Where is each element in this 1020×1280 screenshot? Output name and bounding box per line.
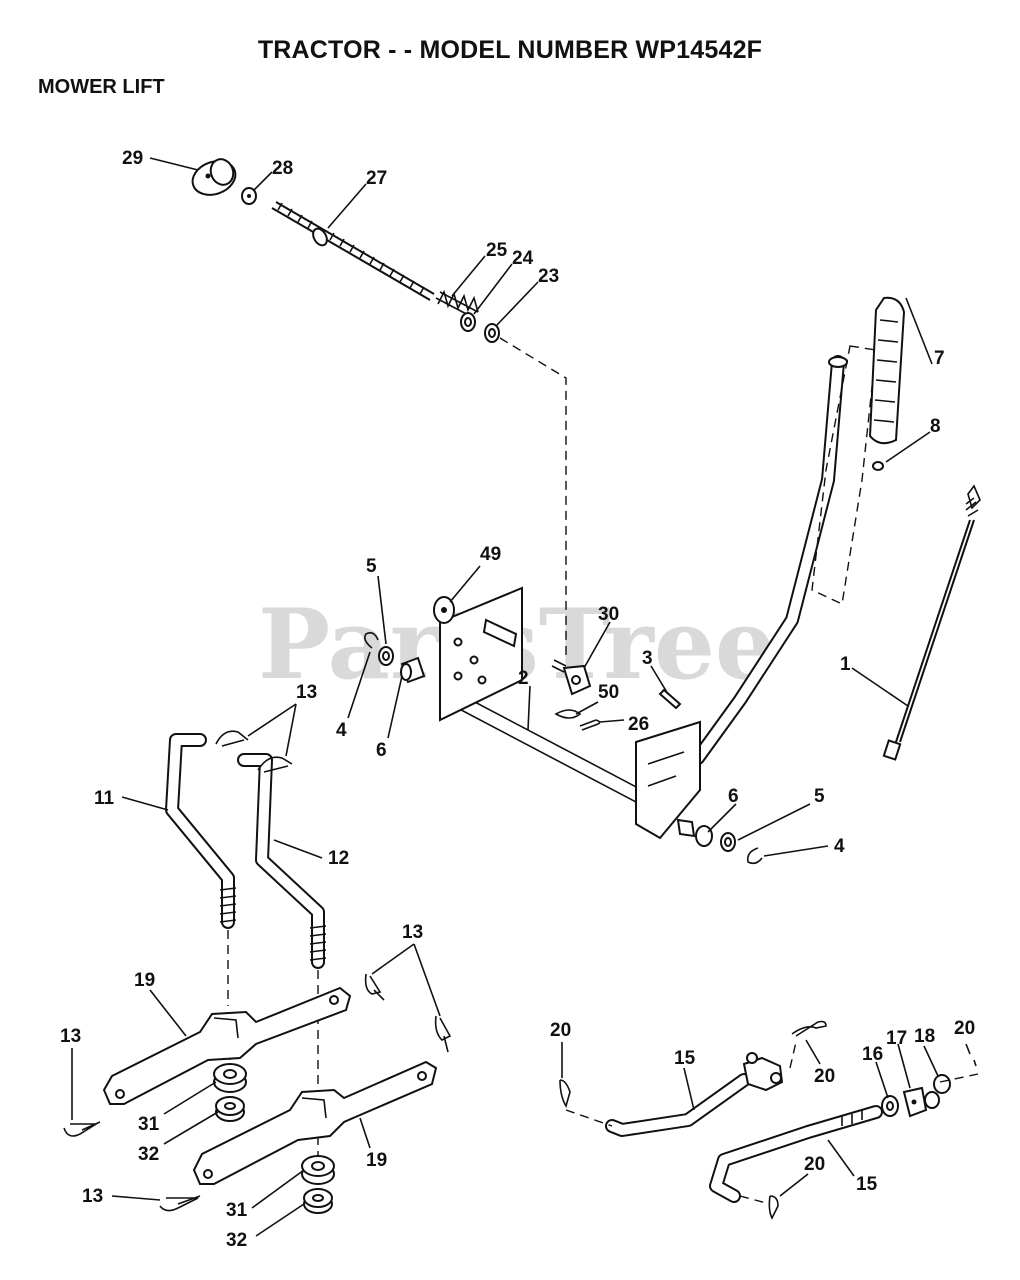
callout-50[interactable]: 50 bbox=[598, 682, 619, 703]
part-3-pin[interactable] bbox=[658, 688, 682, 710]
part-32-nut-upper[interactable] bbox=[215, 1096, 245, 1122]
part-1-rod[interactable] bbox=[882, 484, 981, 761]
part-8-insert[interactable] bbox=[872, 461, 884, 471]
callout-26[interactable]: 26 bbox=[628, 714, 649, 735]
part-20-clip-c[interactable] bbox=[965, 1043, 977, 1067]
part-24-washer[interactable] bbox=[460, 312, 476, 332]
part-19-lift-arm-upper[interactable] bbox=[102, 986, 352, 1105]
part-7-grip[interactable] bbox=[868, 296, 906, 445]
part-20-clip-d[interactable] bbox=[768, 1195, 779, 1220]
part-50-washer[interactable] bbox=[554, 709, 582, 719]
callout-11[interactable]: 11 bbox=[94, 788, 115, 809]
callout-28[interactable]: 28 bbox=[272, 158, 293, 179]
part-49-washer[interactable] bbox=[433, 596, 455, 624]
callout-20-b[interactable]: 20 bbox=[814, 1066, 835, 1087]
callout-1[interactable]: 1 bbox=[840, 654, 851, 675]
callout-13-upper[interactable]: 13 bbox=[296, 682, 317, 703]
handle-mount-bracket[interactable] bbox=[635, 720, 701, 840]
part-26-cotter-pin[interactable] bbox=[579, 719, 601, 731]
callout-5-left[interactable]: 5 bbox=[366, 556, 377, 577]
callout-25[interactable]: 25 bbox=[486, 240, 508, 261]
callout-4-right[interactable]: 4 bbox=[834, 836, 845, 857]
callout-6-right[interactable]: 6 bbox=[728, 786, 739, 807]
callout-8[interactable]: 8 bbox=[930, 416, 941, 437]
part-13-hairpin-upper-a[interactable] bbox=[215, 730, 249, 747]
part-11-lift-link[interactable] bbox=[165, 733, 237, 929]
callout-15-upper[interactable]: 15 bbox=[674, 1048, 696, 1069]
callout-6-left[interactable]: 6 bbox=[376, 740, 387, 761]
part-30-swivel[interactable] bbox=[551, 659, 592, 696]
page-title: TRACTOR - - MODEL NUMBER WP14542F bbox=[257, 36, 763, 64]
callout-20-a[interactable]: 20 bbox=[550, 1020, 571, 1041]
part-4-clip-left[interactable] bbox=[364, 632, 379, 649]
part-15-rod-upper[interactable] bbox=[605, 1052, 784, 1137]
section-title: MOWER LIFT bbox=[38, 76, 165, 98]
bracket-plate[interactable] bbox=[439, 586, 523, 722]
callout-3[interactable]: 3 bbox=[642, 648, 653, 669]
callout-13-lower[interactable]: 13 bbox=[82, 1186, 103, 1207]
callout-31-lower[interactable]: 31 bbox=[226, 1200, 248, 1221]
callout-19-upper[interactable]: 19 bbox=[134, 970, 155, 991]
part-20-clip-a[interactable] bbox=[559, 1079, 571, 1108]
callout-13-arm[interactable]: 13 bbox=[402, 922, 423, 943]
part-29-knob[interactable] bbox=[188, 155, 240, 200]
callout-15-lower[interactable]: 15 bbox=[856, 1174, 878, 1195]
callout-32-lower[interactable]: 32 bbox=[226, 1230, 247, 1251]
part-17-trunnion[interactable] bbox=[902, 1086, 928, 1118]
callout-7[interactable]: 7 bbox=[934, 348, 945, 369]
part-27-threaded-rod[interactable] bbox=[271, 201, 435, 301]
callout-12[interactable]: 12 bbox=[328, 848, 349, 869]
part-28-washer[interactable] bbox=[241, 187, 257, 205]
part-13-hairpin-arm-d[interactable] bbox=[159, 1195, 201, 1212]
callout-20-c[interactable]: 20 bbox=[954, 1018, 975, 1039]
part-19-lift-arm-lower[interactable] bbox=[192, 1060, 438, 1185]
part-20-clip-b[interactable] bbox=[791, 1020, 827, 1037]
callout-17[interactable]: 17 bbox=[886, 1028, 907, 1049]
handle-position-outline bbox=[811, 345, 877, 606]
callout-16[interactable]: 16 bbox=[862, 1044, 883, 1065]
callout-19-lower[interactable]: 19 bbox=[366, 1150, 387, 1171]
callout-29[interactable]: 29 bbox=[122, 148, 143, 169]
part-5-washer-right[interactable] bbox=[720, 832, 736, 852]
part-16-ferrule[interactable] bbox=[881, 1095, 899, 1117]
callout-49[interactable]: 49 bbox=[480, 544, 501, 565]
part-13-hairpin-arm-a[interactable] bbox=[364, 973, 385, 1001]
part-4-clip-right[interactable] bbox=[746, 847, 763, 865]
callout-31-upper[interactable]: 31 bbox=[138, 1114, 160, 1135]
callout-20-d[interactable]: 20 bbox=[804, 1154, 825, 1175]
part-18-nut[interactable] bbox=[924, 1074, 951, 1109]
part-5-washer-left[interactable] bbox=[378, 646, 394, 666]
part-31-nut-lower[interactable] bbox=[301, 1155, 335, 1185]
part-13-hairpin-upper-b[interactable] bbox=[257, 756, 293, 773]
callout-2[interactable]: 2 bbox=[518, 668, 529, 689]
callout-18[interactable]: 18 bbox=[914, 1026, 935, 1047]
part-13-hairpin-arm-b[interactable] bbox=[434, 1015, 452, 1053]
callout-13-left[interactable]: 13 bbox=[60, 1026, 81, 1047]
callout-5-right[interactable]: 5 bbox=[814, 786, 825, 807]
callout-30[interactable]: 30 bbox=[598, 604, 619, 625]
part-23-washer[interactable] bbox=[484, 323, 500, 343]
part-6-bushing-left[interactable] bbox=[400, 656, 426, 684]
callout-4-left[interactable]: 4 bbox=[336, 720, 347, 741]
callout-24[interactable]: 24 bbox=[512, 248, 534, 269]
part-6-bushing-right[interactable] bbox=[676, 818, 713, 847]
part-15-rod-lower[interactable] bbox=[709, 1105, 883, 1203]
callout-27[interactable]: 27 bbox=[366, 168, 387, 189]
part-12-lift-link[interactable] bbox=[237, 753, 327, 969]
part-31-nut-upper[interactable] bbox=[213, 1063, 247, 1093]
callout-23[interactable]: 23 bbox=[538, 266, 559, 287]
part-32-nut-lower[interactable] bbox=[303, 1188, 333, 1214]
callout-32-upper[interactable]: 32 bbox=[138, 1144, 159, 1165]
part-13-hairpin-arm-c[interactable] bbox=[63, 1121, 101, 1137]
